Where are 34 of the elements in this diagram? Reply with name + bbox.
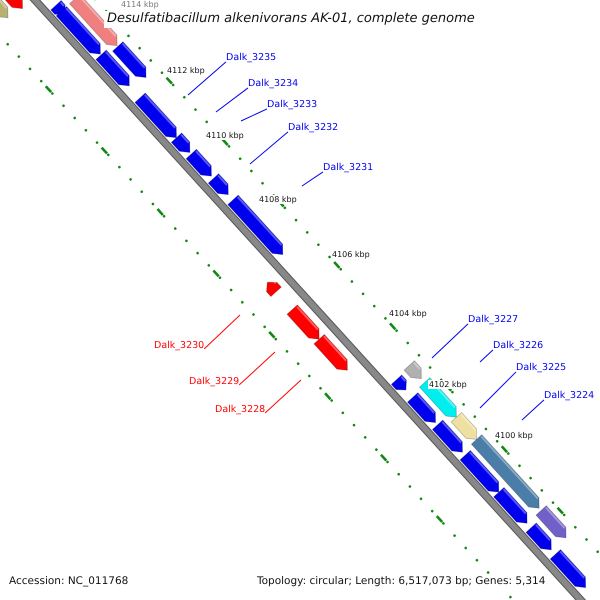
leader-line [240, 108, 268, 122]
gene-label: Dalk_3227 [468, 315, 518, 326]
gene-label: Dalk_3226 [493, 341, 544, 352]
gene-label: Dalk_3232 [288, 123, 338, 134]
gene-label: Dalk_3235 [226, 53, 276, 64]
gene-label: Dalk_3228 [215, 405, 266, 416]
scale-label: 4106 kbp [331, 250, 371, 260]
scale-label: 4102 kbp [428, 380, 468, 390]
footer-text: Accession: NC_011768 [8, 575, 130, 588]
gene-label: Dalk_3225 [516, 363, 566, 374]
leader-line [188, 61, 226, 96]
leader-line [480, 349, 494, 362]
leader-line [250, 131, 288, 164]
leader-line [432, 323, 468, 358]
gene-label: Dalk_3231 [323, 163, 374, 174]
leader-line [522, 399, 544, 420]
scale-label: 4114 kbp [120, 0, 160, 10]
scale-label: 4112 kbp [166, 66, 206, 76]
leader-line [302, 171, 324, 186]
leader-line [480, 371, 516, 408]
gene-label: Dalk_3229 [189, 377, 240, 388]
gene-label: Dalk_3224 [544, 391, 594, 402]
gene-label: Dalk_3233 [267, 100, 318, 111]
leader-line [216, 87, 248, 112]
scale-label: 4110 kbp [205, 131, 245, 140]
scale-label: 4104 kbp [388, 309, 428, 318]
scale-label: 4100 kbp [494, 431, 534, 440]
gene-label: Dalk_3234 [248, 79, 298, 90]
leader-line [204, 314, 240, 350]
leader-line [264, 380, 302, 414]
scale-label: 4108 kbp [258, 195, 298, 204]
leader-line [238, 352, 276, 386]
gene-label: Dalk_3230 [154, 341, 204, 352]
footer-text: Topology: circular; Length: 6,517,073 bp; Genes: 5,314 [256, 575, 546, 588]
